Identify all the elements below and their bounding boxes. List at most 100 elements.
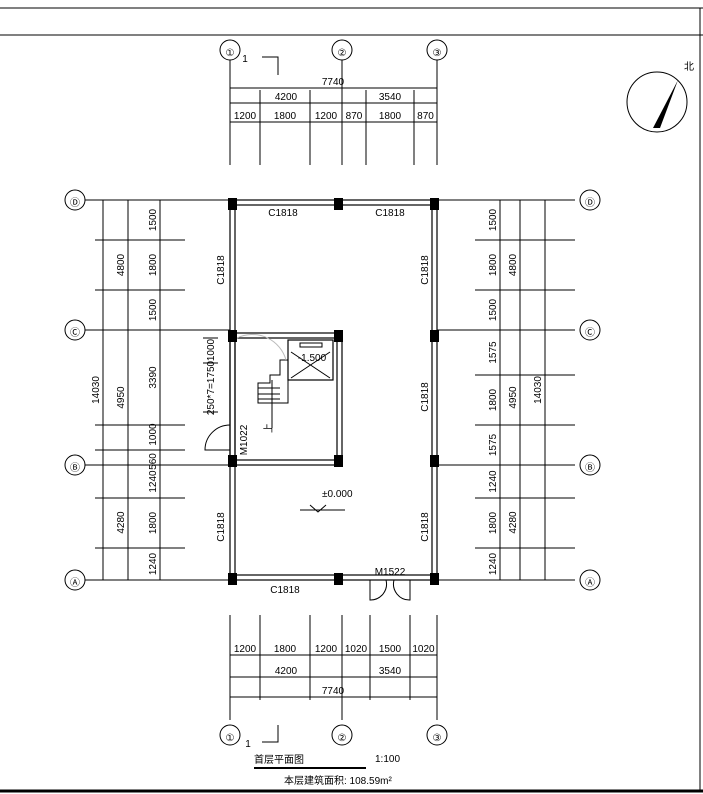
axis-bubble bbox=[579, 454, 601, 476]
axis-label-y: Ⓑ bbox=[585, 462, 595, 474]
dim-main: 4200 bbox=[275, 92, 298, 103]
section-cut-bottom bbox=[262, 725, 279, 743]
floor-area-label: 本层建筑面积: 108.59m² bbox=[284, 774, 392, 787]
dim-sub: 1240 bbox=[488, 552, 499, 575]
dim-sub: 1800 bbox=[148, 253, 159, 276]
dim-main: 4200 bbox=[275, 666, 298, 677]
dim-sub: 1500 bbox=[148, 298, 159, 321]
section-mark-top: 1 bbox=[242, 54, 248, 65]
dim-sub: 1500 bbox=[488, 298, 499, 321]
drawing-title: 首层平面图 bbox=[254, 753, 304, 766]
door-label: M1522 bbox=[375, 567, 406, 578]
window-label: C1818 bbox=[420, 382, 431, 412]
stair-dim: 250*7=1750 bbox=[206, 360, 217, 415]
dim-sub: 1575 bbox=[488, 341, 499, 364]
dim-main: 4950 bbox=[508, 386, 519, 409]
dim-sub: 1800 bbox=[148, 511, 159, 534]
floor-elevation: ±0.000 bbox=[322, 489, 353, 500]
axis-bubble bbox=[331, 39, 353, 61]
axis-label-y: Ⓒ bbox=[70, 327, 80, 339]
dim-sub: 1200 bbox=[315, 644, 338, 655]
north-arrow-icon: 北 bbox=[626, 61, 694, 133]
axis-label-y: Ⓐ bbox=[70, 577, 80, 589]
door-swing-m1522 bbox=[369, 579, 411, 601]
dim-total: 14030 bbox=[91, 376, 102, 404]
dim-sub: 1240 bbox=[148, 552, 159, 575]
axis-bubble bbox=[331, 724, 353, 746]
dim-main: 4800 bbox=[508, 253, 519, 276]
dim-sub: 1800 bbox=[488, 511, 499, 534]
stair-up-label: 上 bbox=[263, 423, 275, 433]
dim-total: 7740 bbox=[322, 77, 345, 88]
building-walls bbox=[203, 198, 439, 601]
axis-label-x: ① bbox=[226, 733, 235, 744]
axis-bubble bbox=[426, 39, 448, 61]
columns bbox=[228, 198, 439, 585]
dim-total: 7740 bbox=[322, 686, 345, 697]
stair-dim: 1000 bbox=[206, 338, 217, 361]
drawing-scale: 1:100 bbox=[375, 754, 400, 765]
window-label: C1818 bbox=[375, 208, 405, 219]
door-swing-m1022 bbox=[204, 424, 231, 451]
dim-sub: 1575 bbox=[488, 433, 499, 456]
axis-label-x: ② bbox=[338, 733, 347, 744]
axis-bubble bbox=[579, 189, 601, 211]
dim-main: 4280 bbox=[116, 511, 127, 534]
dim-main: 3540 bbox=[379, 92, 402, 103]
elevator-pit-elevation: -1.500 bbox=[298, 353, 327, 364]
dim-sub: 1800 bbox=[379, 111, 402, 122]
dim-sub: 1200 bbox=[234, 644, 257, 655]
dim-sub: 870 bbox=[417, 111, 434, 122]
axis-bubble bbox=[64, 454, 86, 476]
section-mark-bottom: 1 bbox=[245, 739, 251, 750]
dim-sub: 1020 bbox=[345, 644, 368, 655]
window-label: C1818 bbox=[216, 255, 227, 285]
dim-sub: 1020 bbox=[412, 644, 435, 655]
dim-total: 14030 bbox=[533, 376, 544, 404]
stair bbox=[257, 359, 289, 404]
dim-sub: 1500 bbox=[488, 208, 499, 231]
axis-bubble bbox=[219, 724, 241, 746]
elevation-mark bbox=[300, 504, 345, 513]
axis-bubble bbox=[64, 319, 86, 341]
window-label: C1818 bbox=[216, 512, 227, 542]
axis-label-y: Ⓒ bbox=[585, 327, 595, 339]
dim-sub: 870 bbox=[346, 111, 363, 122]
dim-sub: 1500 bbox=[148, 208, 159, 231]
dim-sub: 3390 bbox=[148, 366, 159, 389]
dim-sub: 1800 bbox=[274, 111, 297, 122]
axis-label-y: Ⓓ bbox=[585, 197, 595, 209]
dim-sub: 1800 bbox=[488, 388, 499, 411]
axis-bubble bbox=[579, 569, 601, 591]
axis-bubble bbox=[64, 569, 86, 591]
axis-label-y: Ⓐ bbox=[585, 577, 595, 589]
dim-sub: 1000 bbox=[148, 423, 159, 446]
section-cut-top bbox=[262, 56, 279, 75]
dim-main: 4800 bbox=[116, 253, 127, 276]
dim-sub: 1800 bbox=[488, 253, 499, 276]
window-label: C1818 bbox=[420, 255, 431, 285]
window-label: C1818 bbox=[268, 208, 298, 219]
dim-sub: 1200 bbox=[315, 111, 338, 122]
dim-main: 3540 bbox=[379, 666, 402, 677]
dim-sub: 1800 bbox=[274, 644, 297, 655]
dim-sub: 1240 bbox=[488, 470, 499, 493]
door-label: M1022 bbox=[239, 424, 250, 455]
axis-label-x: ③ bbox=[433, 48, 442, 59]
window-label: C1818 bbox=[270, 585, 300, 596]
dim-main: 4950 bbox=[116, 386, 127, 409]
axis-label-x: ① bbox=[226, 48, 235, 59]
dim-main: 4280 bbox=[508, 511, 519, 534]
axis-bubble bbox=[579, 319, 601, 341]
dim-sub: 1500 bbox=[379, 644, 402, 655]
axis-label-x: ② bbox=[338, 48, 347, 59]
dim-sub: 560 bbox=[148, 453, 159, 470]
axis-bubble bbox=[219, 39, 241, 61]
axis-bubble bbox=[426, 724, 448, 746]
axis-label-y: Ⓓ bbox=[70, 197, 80, 209]
dim-sub: 1240 bbox=[148, 470, 159, 493]
axis-bubble bbox=[64, 189, 86, 211]
axis-label-y: Ⓑ bbox=[70, 462, 80, 474]
dim-sub: 1200 bbox=[234, 111, 257, 122]
